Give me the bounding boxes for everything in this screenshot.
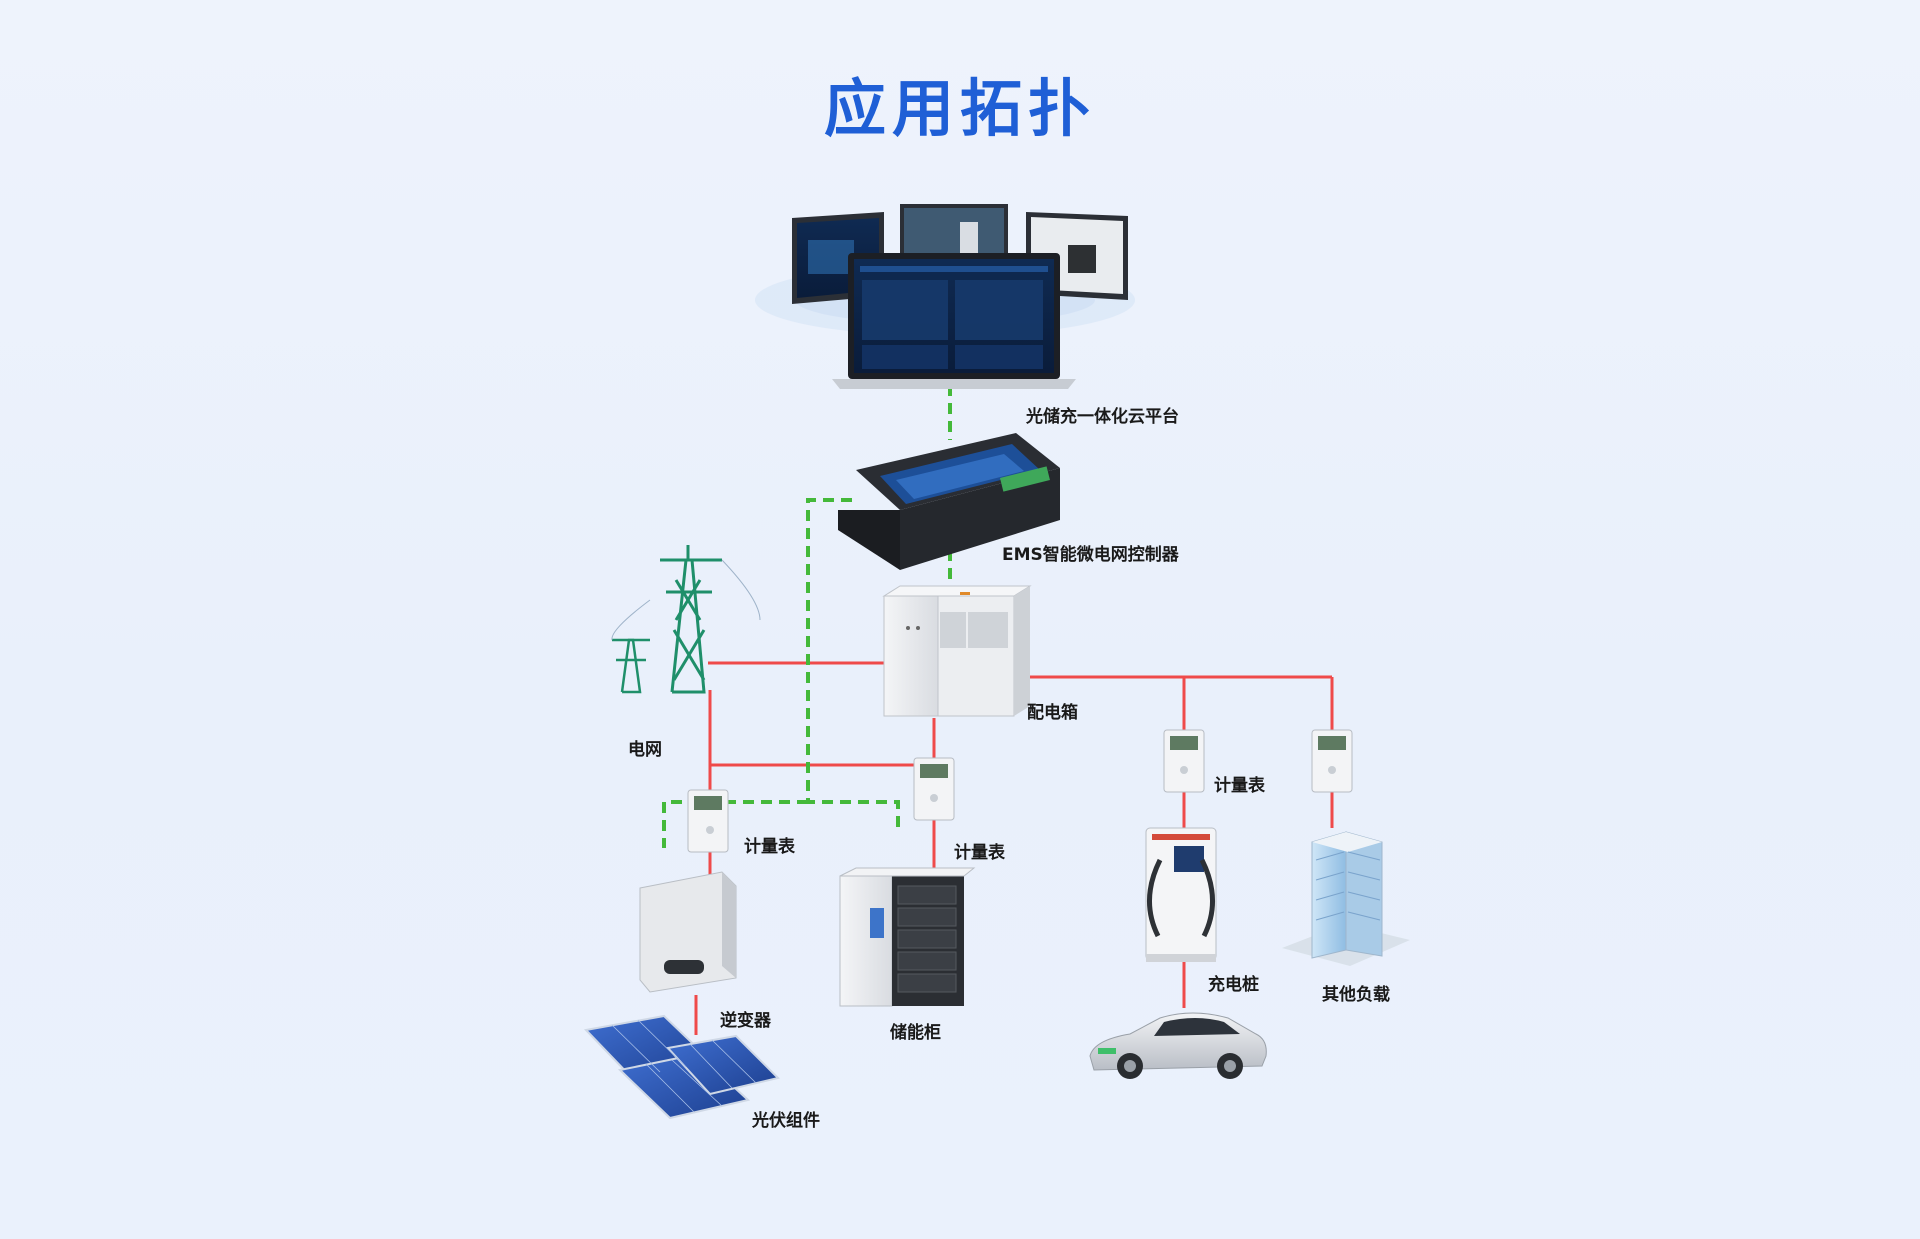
ems-controller-image <box>838 433 1060 570</box>
cloud-platform-image <box>755 204 1135 389</box>
comm-line-to-pv-meter <box>662 800 808 848</box>
page-title: 应用拓扑 <box>823 72 1096 145</box>
label-charging-pile: 充电桩 <box>1208 975 1259 995</box>
label-meter-charger: 计量表 <box>1214 776 1265 796</box>
inverter-image <box>639 871 737 993</box>
storage-cabinet-image <box>839 867 976 1007</box>
label-other-load: 其他负载 <box>1322 985 1390 1005</box>
pv-panels-image <box>583 1014 780 1120</box>
label-cloud-platform: 光储充一体化云平台 <box>1026 407 1179 427</box>
meter-storage-image <box>913 757 955 821</box>
distribution-box-image <box>882 585 1032 717</box>
meter-pv-image <box>687 789 729 853</box>
ev-car-image <box>1089 1012 1267 1079</box>
charging-pile-image <box>1145 827 1217 962</box>
label-meter-pv: 计量表 <box>744 837 795 857</box>
label-distribution-box: 配电箱 <box>1027 703 1078 723</box>
meter-charger-image <box>1163 729 1205 793</box>
label-grid: 电网 <box>628 740 662 760</box>
label-ems-controller: EMS智能微电网控制器 <box>1002 545 1179 565</box>
label-storage-cabinet: 储能柜 <box>890 1023 941 1043</box>
meter-load-image <box>1311 729 1353 793</box>
label-meter-storage: 计量表 <box>954 843 1005 863</box>
grid-tower-image <box>611 545 761 694</box>
label-inverter: 逆变器 <box>720 1011 771 1031</box>
building-image <box>1282 831 1410 966</box>
laptop-dashboard <box>832 253 1076 389</box>
label-pv-panels: 光伏组件 <box>752 1111 820 1131</box>
